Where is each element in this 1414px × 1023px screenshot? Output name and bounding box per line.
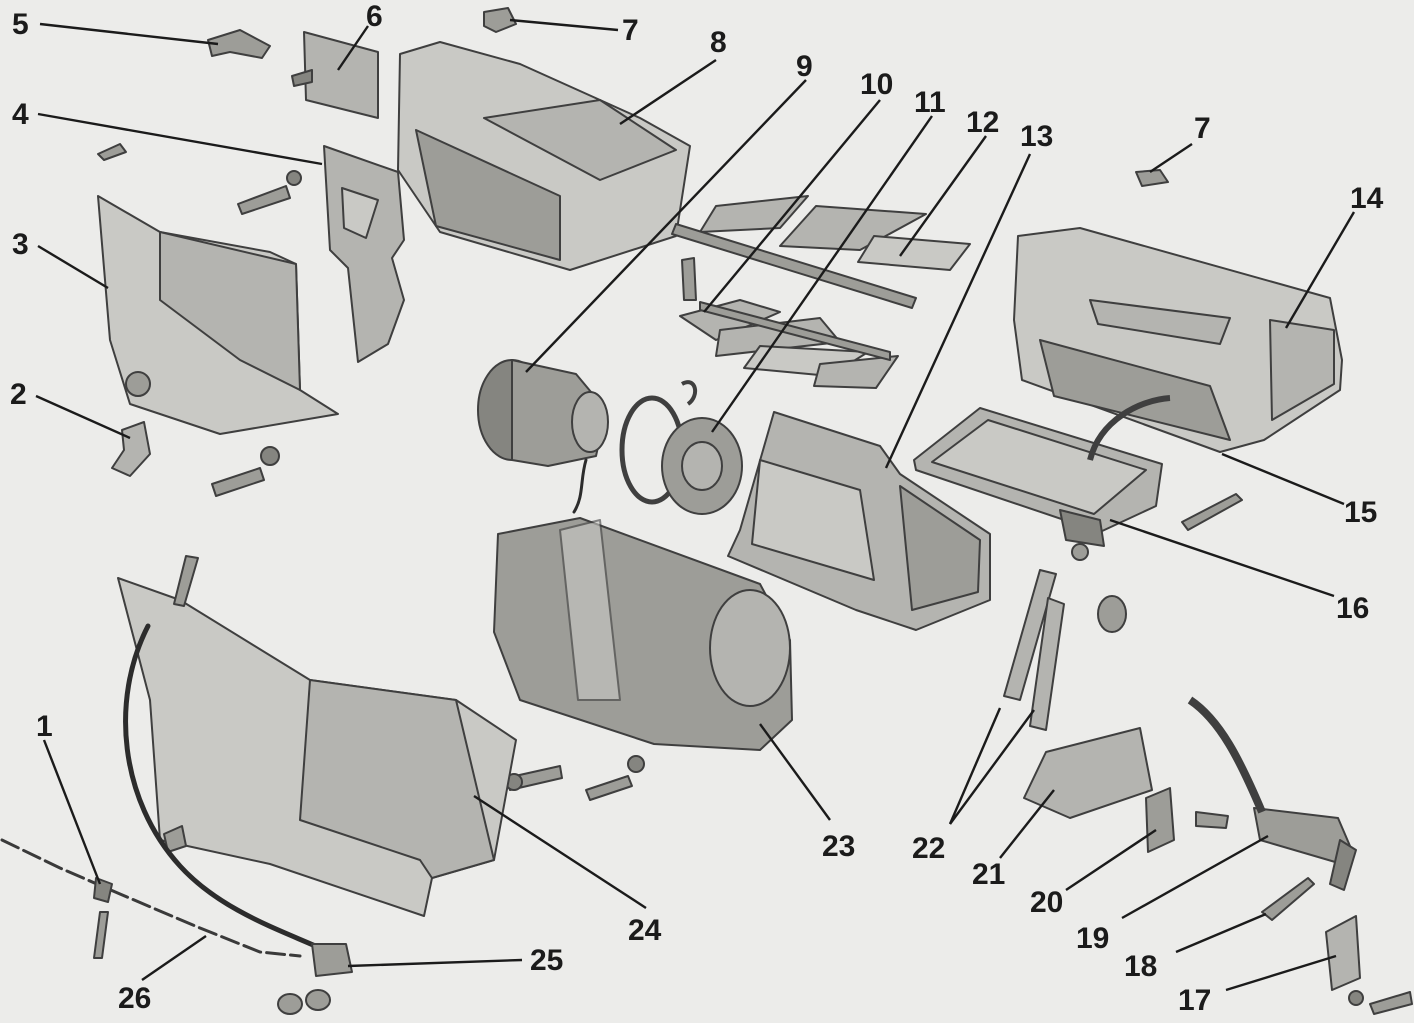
callout-20: 20 (1030, 886, 1063, 919)
callout-12: 12 (966, 106, 999, 139)
callout-9: 9 (796, 50, 813, 83)
callout-15: 15 (1344, 496, 1377, 529)
part-21-plate (1023, 727, 1153, 819)
part-7-clip-top (483, 7, 517, 33)
callout-14: 14 (1350, 182, 1384, 215)
callout-6: 6 (366, 0, 383, 33)
part-20-cover (1145, 787, 1229, 853)
callout-10: 10 (860, 68, 893, 101)
callout-2: 2 (10, 378, 27, 411)
part-7-clip-right (1135, 169, 1169, 187)
part-8-air-duct (397, 41, 691, 271)
part-25-26-cable-assembly (0, 623, 353, 1015)
callout-11: 11 (914, 86, 946, 119)
part-23-lower-duct (493, 517, 793, 801)
callout-5: 5 (12, 8, 29, 41)
callout-17: 17 (1178, 984, 1211, 1017)
callout-24: 24 (628, 914, 662, 947)
callout-19: 19 (1076, 922, 1109, 955)
part-17-bracket (1325, 915, 1413, 1015)
callout-8: 8 (710, 26, 727, 59)
part-10-fan-wheel (619, 380, 743, 515)
callout-21: 21 (972, 858, 1005, 891)
callout-23: 23 (822, 830, 855, 863)
part-19-valve (1187, 696, 1357, 891)
callout-13: 13 (1020, 120, 1053, 153)
part-13-heater-body (727, 411, 991, 631)
callout-18: 18 (1124, 950, 1157, 983)
part-4-side-duct (97, 143, 405, 363)
part-3-left-housing (97, 195, 339, 497)
callout-16: 16 (1336, 592, 1369, 625)
part-18-lever (1261, 877, 1315, 921)
part-5-cable-clip (207, 29, 271, 59)
part-16-heater-core (913, 395, 1243, 561)
callout-labels: 5 6 7 8 4 9 10 11 12 13 7 14 3 2 15 16 2… (10, 0, 1384, 1017)
callout-1: 1 (36, 710, 53, 743)
part-6-flap-plate (291, 31, 379, 119)
callout-25: 25 (530, 944, 563, 977)
part-2-elbow-clip (111, 421, 151, 477)
callout-4: 4 (12, 98, 29, 131)
part-11-12-flap-assembly (671, 195, 971, 389)
part-14-right-housing (1013, 227, 1343, 453)
leader-lines (35, 18, 1356, 992)
part-9-blower-motor (477, 359, 609, 514)
callout-7-top: 7 (622, 14, 639, 47)
callout-7-right: 7 (1194, 112, 1211, 145)
part-22-seals (1003, 569, 1127, 731)
callout-22: 22 (912, 832, 945, 865)
callout-26: 26 (118, 982, 151, 1015)
part-24-front-panel (117, 555, 517, 917)
callout-3: 3 (12, 228, 29, 261)
